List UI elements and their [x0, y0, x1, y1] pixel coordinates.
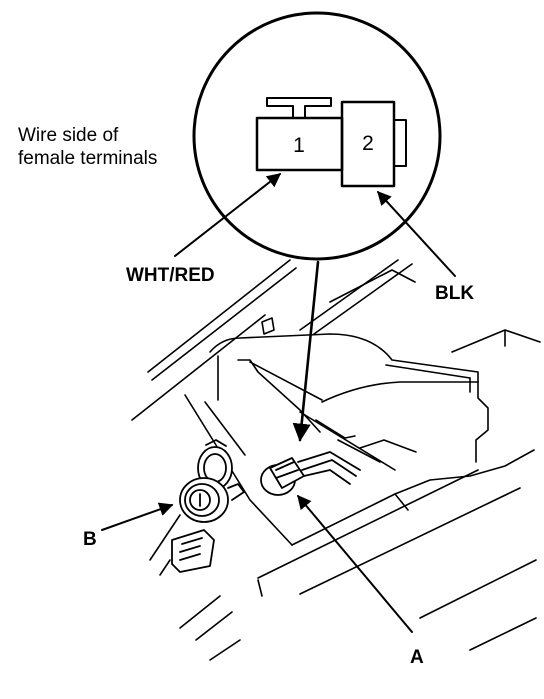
arrow-b — [101, 502, 174, 531]
leader-lines — [101, 173, 456, 633]
label-wht-red: WHT/RED — [126, 265, 215, 286]
label-b: B — [83, 529, 97, 550]
arrow-wht-red — [174, 173, 282, 257]
console-outline — [131, 259, 541, 661]
accessory-socket — [171, 439, 245, 573]
caption-line-2: female terminals — [18, 148, 157, 169]
terminal-2-side-tab — [393, 119, 407, 167]
arrow-callout-to-connector — [292, 260, 320, 442]
wire-connector — [260, 451, 361, 496]
label-blk: BLK — [435, 283, 474, 304]
label-a: A — [410, 647, 424, 668]
arrow-a — [297, 494, 413, 633]
connector-latch — [266, 97, 332, 119]
magnifier-circle — [192, 11, 442, 261]
pin-2-number: 2 — [362, 132, 374, 155]
pin-1-number: 1 — [293, 134, 305, 157]
terminal-callout: 1 2 — [192, 11, 442, 261]
arrow-blk — [377, 190, 456, 277]
caption-line-1: Wire side of — [18, 125, 119, 146]
